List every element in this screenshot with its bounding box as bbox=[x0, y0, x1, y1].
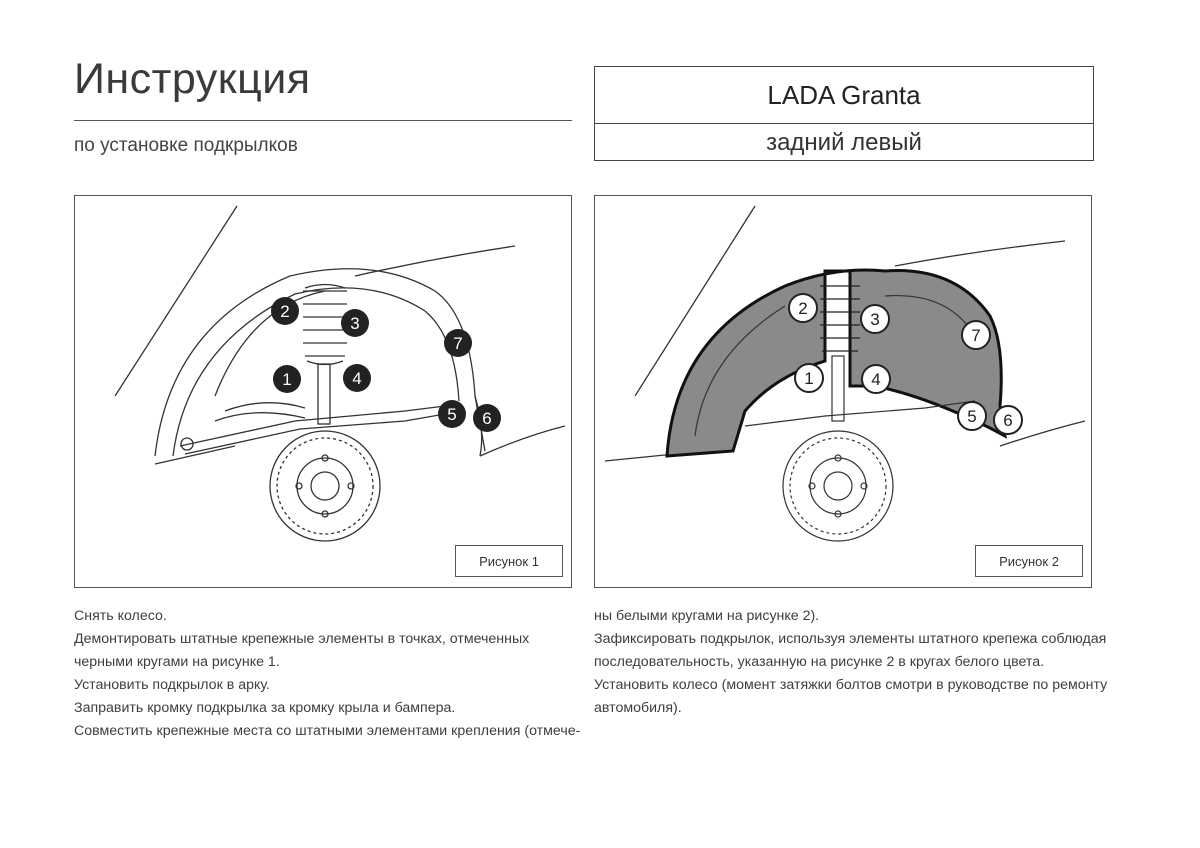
figure-1-caption: Рисунок 1 bbox=[455, 545, 563, 577]
instructions-left-column: Снять колесо. Демонтировать штатные креп… bbox=[74, 605, 581, 743]
figure-2: 1 2 3 4 5 6 7 Рисунок 2 bbox=[594, 195, 1092, 588]
svg-text:4: 4 bbox=[871, 370, 880, 389]
marker-2: 2 bbox=[271, 297, 299, 325]
svg-text:5: 5 bbox=[967, 407, 976, 426]
marker-7: 7 bbox=[961, 320, 991, 350]
svg-text:1: 1 bbox=[804, 369, 813, 388]
marker-4: 4 bbox=[861, 364, 891, 394]
marker-3: 3 bbox=[860, 304, 890, 334]
marker-2: 2 bbox=[788, 293, 818, 323]
wheel-arch-liner bbox=[665, 268, 1007, 458]
marker-3: 3 bbox=[341, 309, 369, 337]
marker-6: 6 bbox=[993, 405, 1023, 435]
svg-text:1: 1 bbox=[282, 370, 291, 389]
model-side: задний левый bbox=[766, 128, 922, 156]
wheel-arch-illustration-2: 1 2 3 4 5 6 7 bbox=[604, 205, 1086, 542]
marker-7: 7 bbox=[444, 329, 472, 357]
page-subtitle: по установке подкрылков bbox=[74, 135, 298, 156]
svg-text:5: 5 bbox=[447, 405, 456, 424]
svg-text:2: 2 bbox=[798, 299, 807, 318]
svg-text:6: 6 bbox=[1003, 411, 1012, 430]
marker-6: 6 bbox=[473, 404, 501, 432]
instruction-line: Заправить кромку подкрылка за кромку кры… bbox=[74, 700, 456, 716]
page-title: Инструкция bbox=[74, 55, 311, 103]
instruction-line: Снять колесо. bbox=[74, 608, 167, 624]
instruction-line: Установить колесо (момент затяжки болтов… bbox=[594, 677, 1108, 693]
instruction-line: последовательность, указанную на рисунке… bbox=[594, 654, 1045, 670]
marker-1: 1 bbox=[794, 363, 824, 393]
instruction-line: автомобиля). bbox=[594, 700, 682, 716]
model-name: LADA Granta bbox=[595, 67, 1093, 124]
marker-group-black: 1 2 3 4 5 6 7 bbox=[271, 297, 501, 432]
title-divider bbox=[74, 120, 572, 121]
wheel-arch-illustration-1: 1 2 3 4 5 6 7 bbox=[114, 205, 566, 542]
model-box: LADA Granta задний левый bbox=[594, 66, 1094, 161]
instructions-right-column: ны белыми кругами на рисунке 2). Зафикси… bbox=[594, 605, 1108, 720]
marker-group-white: 1 2 3 4 5 6 7 bbox=[788, 293, 1023, 435]
svg-text:2: 2 bbox=[280, 302, 289, 321]
svg-text:7: 7 bbox=[453, 334, 462, 353]
marker-5: 5 bbox=[957, 401, 987, 431]
svg-text:6: 6 bbox=[482, 409, 491, 428]
figure-1: 1 2 3 4 5 6 7 Рисунок 1 bbox=[74, 195, 572, 588]
marker-4: 4 bbox=[343, 364, 371, 392]
instruction-line: ны белыми кругами на рисунке 2). bbox=[594, 608, 820, 624]
figure-2-caption: Рисунок 2 bbox=[975, 545, 1083, 577]
instruction-line: Зафиксировать подкрылок, используя элеме… bbox=[594, 631, 1107, 647]
marker-5: 5 bbox=[438, 400, 466, 428]
instruction-line: Демонтировать штатные крепежные элементы… bbox=[74, 631, 530, 647]
instruction-line: черными кругами на рисунке 1. bbox=[74, 654, 280, 670]
svg-text:3: 3 bbox=[350, 314, 359, 333]
svg-text:3: 3 bbox=[870, 310, 879, 329]
marker-1: 1 bbox=[273, 365, 301, 393]
instruction-line: Совместить крепежные места со штатными э… bbox=[74, 723, 581, 739]
svg-text:7: 7 bbox=[971, 326, 980, 345]
instruction-line: Установить подкрылок в арку. bbox=[74, 677, 270, 693]
svg-text:4: 4 bbox=[352, 369, 361, 388]
